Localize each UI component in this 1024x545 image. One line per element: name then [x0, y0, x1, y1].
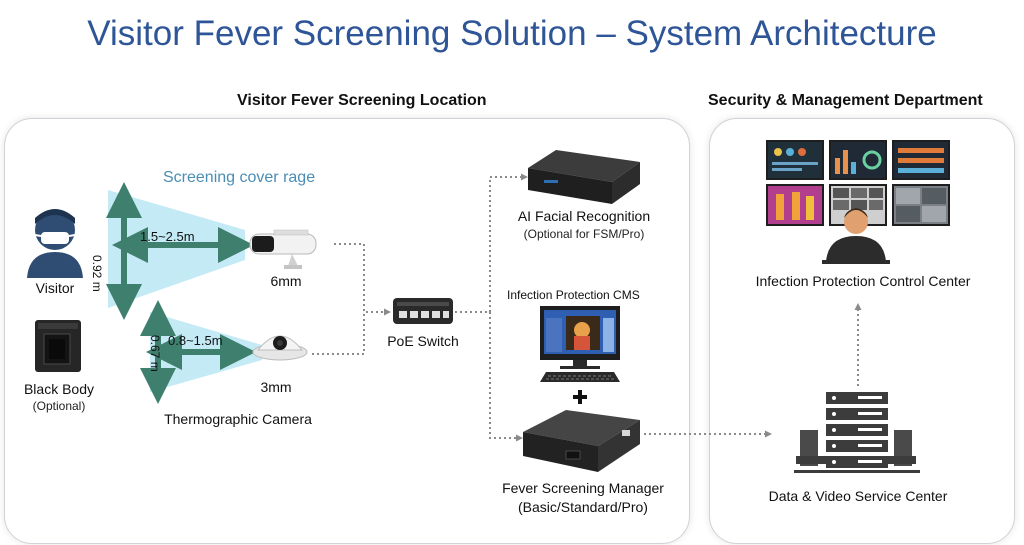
upper-coverage-cone: [108, 190, 245, 308]
section-title-department: Security & Management Department: [708, 92, 983, 109]
fsm-sublabel: (Basic/Standard/Pro): [518, 499, 648, 515]
plus-icon: [573, 390, 587, 404]
switch-to-ai-line: [489, 173, 528, 312]
poe-switch-label: PoE Switch: [387, 333, 459, 349]
ai-server-icon: [528, 150, 640, 204]
coverage-label: Screening cover rage: [163, 169, 316, 186]
bullet-camera-label: 6mm: [270, 273, 302, 289]
lower-range-label: 0.8~1.5m: [168, 333, 223, 348]
section-title-location: Visitor Fever Screening Location: [237, 92, 487, 109]
turret-camera-label: 3mm: [260, 379, 292, 395]
cms-monitor-icon: [540, 306, 620, 382]
switch-to-fsm-line: [489, 312, 523, 442]
poe-switch-icon: [393, 298, 453, 324]
bullet-to-switch-line: [334, 243, 391, 316]
lower-height-label: 0.67 m: [148, 335, 162, 372]
turret-camera-icon: [252, 335, 308, 361]
connection-lines: [312, 173, 862, 442]
operator-icon: [822, 208, 890, 264]
bullet-camera-icon: [249, 229, 317, 269]
black-body-sublabel: (Optional): [32, 399, 86, 413]
ai-facial-label: AI Facial Recognition: [517, 208, 651, 224]
control-center-label: Infection Protection Control Center: [755, 273, 971, 289]
upper-range-label: 1.5~2.5m: [140, 229, 195, 244]
visitor-icon: [27, 209, 83, 278]
turret-to-switch-line: [312, 312, 365, 355]
ai-facial-sublabel: (Optional for FSM/Pro): [523, 227, 645, 241]
visitor-label: Visitor: [35, 280, 75, 296]
upper-height-label: 0.92 m: [90, 255, 104, 292]
thermographic-camera-label: Thermographic Camera: [164, 411, 312, 427]
data-center-label: Data & Video Service Center: [768, 488, 948, 504]
fsm-label: Fever Screening Manager: [502, 480, 664, 496]
cms-label: Infection Protection CMS: [507, 288, 640, 302]
black-body-label: Black Body: [23, 381, 95, 397]
page-title: Visitor Fever Screening Solution – Syste…: [87, 14, 937, 53]
data-center-icon: [794, 392, 920, 473]
black-body-icon: [35, 320, 81, 372]
fsm-device-icon: [523, 410, 640, 472]
